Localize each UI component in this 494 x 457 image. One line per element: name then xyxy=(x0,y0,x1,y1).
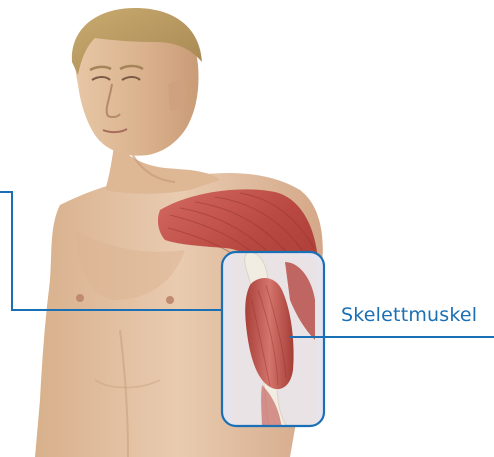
upper-arm-section xyxy=(222,248,324,430)
skeletal-muscle-label: Skelettmuskel xyxy=(341,306,477,325)
nipple-left xyxy=(76,294,84,302)
head xyxy=(72,8,202,156)
nipple-right xyxy=(166,296,174,304)
